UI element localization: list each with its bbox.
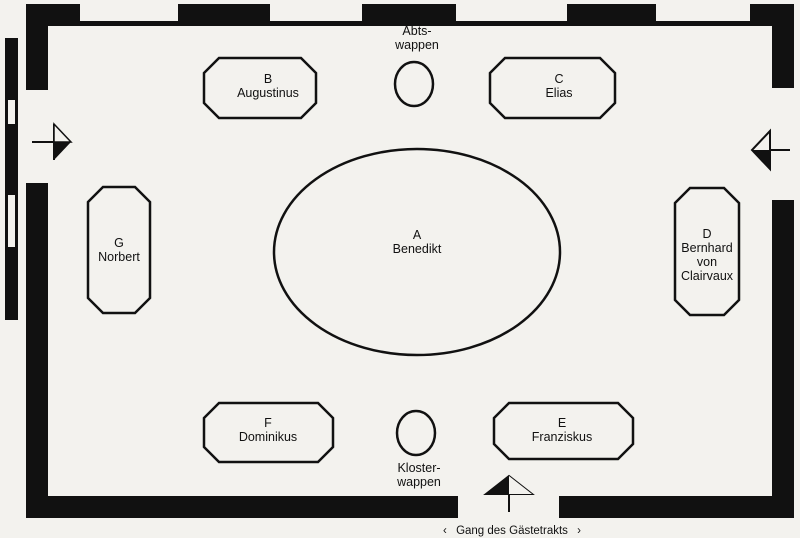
room-d-name-1: Bernhard [681, 241, 733, 255]
emblem-bottom [395, 409, 437, 457]
room-a-name: Benedikt [392, 242, 442, 256]
room-b-name: Augustinus [237, 86, 299, 100]
table-c [488, 56, 617, 120]
wall-top-3 [362, 4, 456, 26]
corridor-left-mark: ‹ [443, 525, 447, 537]
room-d-label: D Bernhard von Clairvaux [681, 227, 733, 283]
room-d-name-3: Clairvaux [680, 269, 734, 283]
emblem-bottom-label: Kloster- wappen [397, 461, 441, 489]
table-d [673, 186, 741, 317]
emblem-top-line-2: wappen [395, 38, 439, 52]
wall-left-upper [26, 4, 48, 90]
wall-top-line [26, 21, 794, 26]
wall-top-4 [567, 4, 656, 26]
room-c-label: C Elias [545, 72, 572, 100]
room-b-label: B Augustinus [237, 72, 299, 100]
room-g-name: Norbert [98, 250, 140, 264]
wall-right-upper [772, 4, 794, 88]
wall-top-2 [178, 4, 270, 26]
wall-bottom-right [559, 496, 794, 518]
room-f-name: Dominikus [238, 430, 298, 444]
wall-bottom-left [26, 496, 458, 518]
emblem-bottom-line-2: wappen [397, 475, 441, 489]
room-e-name: Franziskus [531, 430, 593, 444]
room-f-letter: F [264, 416, 272, 430]
table-g [86, 185, 152, 315]
room-a-letter: A [412, 228, 422, 242]
room-e-letter: E [557, 416, 567, 430]
wall-right-lower [772, 200, 794, 518]
emblem-bottom-line-1: Kloster- [397, 461, 441, 475]
window-strip-left [5, 38, 18, 320]
room-d-name-2: von [696, 255, 718, 269]
entrance-arrow-right-icon [750, 128, 790, 172]
entrance-arrow-bottom-icon [483, 474, 535, 512]
emblem-top-label: Abts- wappen [395, 24, 439, 52]
corridor-text: Gang des Gästetrakts [456, 525, 568, 537]
table-a [272, 147, 562, 357]
room-b-letter: B [263, 72, 273, 86]
room-a-label: A Benedikt [393, 228, 442, 256]
entrance-arrow-left-icon [32, 122, 73, 160]
corridor-caption: ‹ Gang des Gästetrakts › [443, 525, 581, 537]
room-d-letter: D [702, 227, 712, 241]
corridor-right-mark: › [577, 525, 581, 537]
room-c-letter: C [554, 72, 564, 86]
emblem-top-line-1: Abts- [402, 24, 432, 38]
table-e [492, 401, 635, 461]
table-f [202, 401, 335, 464]
room-g-letter: G [114, 236, 124, 250]
room-g-label: G Norbert [98, 236, 140, 264]
window-pane-2 [8, 195, 15, 247]
room-c-name: Elias [545, 86, 573, 100]
wall-left-lower [26, 183, 48, 518]
room-f-label: F Dominikus [239, 416, 297, 444]
window-pane-1 [8, 100, 15, 124]
emblem-top [393, 60, 435, 108]
table-b [202, 56, 318, 120]
room-e-label: E Franziskus [532, 416, 592, 444]
